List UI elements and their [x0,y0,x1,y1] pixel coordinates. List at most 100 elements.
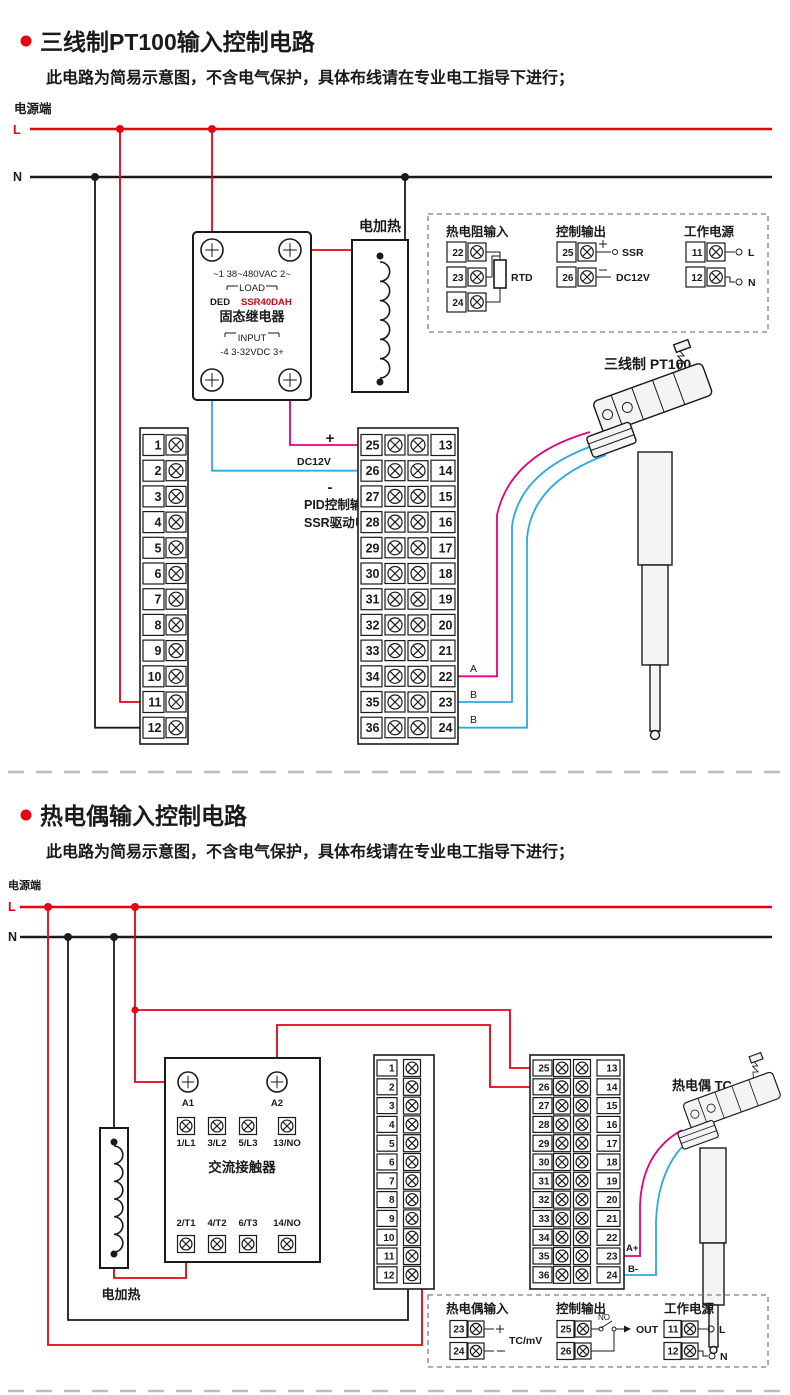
wire-pt100-a [458,431,591,678]
screw-terminal-icon [407,614,429,636]
screw-terminal-icon [402,1171,422,1190]
terminal-number: 11 [692,248,703,259]
terminal-number: 33 [538,1214,550,1225]
screw-terminal-icon [706,242,726,262]
screw-terminal-icon [572,1171,592,1190]
screw-terminal-icon [552,1096,572,1115]
tc-probe [699,1147,727,1355]
screw-terminal-icon [577,267,597,287]
terminal-number: 24 [439,721,453,735]
screw-terminal-icon [384,665,406,687]
screw-terminal-icon [552,1171,572,1190]
ssr-name: 固态继电器 [219,309,285,324]
terminal-number: 34 [538,1233,550,1244]
screw-terminal-icon [402,1134,422,1153]
contactor-a1-label: A1 [182,1098,195,1109]
contactor-terminal-label: 13/NO [273,1138,300,1149]
terminal-number: 15 [439,490,453,504]
ssr-terminals [200,238,302,392]
contactor-terminal-label: 3/L2 [207,1138,226,1149]
screw-terminal-icon [165,665,187,687]
wire-ssr4-to-terminal26 [211,391,358,472]
junction-dot [131,903,139,911]
screw-terminal-icon [574,1320,592,1338]
screw-terminal-icon [165,614,187,636]
screw-terminal-icon [407,639,429,662]
junction-dot [110,1250,118,1258]
screw-terminal-icon [165,485,187,507]
wire-n-to-terminal12 [94,177,140,729]
screw-terminal-icon [572,1058,592,1078]
screw-post-icon [177,1071,199,1093]
junction-dot [44,903,52,911]
screw-terminal-icon [552,1115,572,1134]
terminal-number: 12 [691,273,703,284]
wire-pt100-b2 [458,454,607,729]
wire-b1-label: B [470,689,477,701]
screw-terminal-icon [165,717,187,739]
terminal-number: 32 [538,1195,550,1206]
screw-terminal-icon [552,1209,572,1228]
terminal-number: 16 [606,1120,618,1131]
heater-box [99,1127,129,1269]
rtd-resistor-icon [493,259,507,289]
power-terminal-label: 电源端 [8,878,41,892]
screw-terminal-icon [402,1077,422,1096]
terminal-number: 26 [562,273,574,284]
terminal-number: 2 [155,464,162,478]
screw-terminal-icon [384,691,406,713]
screw-post-icon [278,238,302,262]
dc-minus-label: - [328,479,333,496]
solid-state-relay: ~1 38~480VAC 2~ LOAD DED SSR40DAH 固态继电器 … [192,231,312,401]
legend-ssr-label: SSR [622,247,644,259]
terminal-number: 11 [668,1324,679,1335]
terminal-number: 31 [366,593,380,607]
terminal-number: 24 [452,298,464,309]
terminal-number: 29 [366,541,380,555]
junction-dot [376,252,384,260]
terminal-number: 19 [439,593,453,607]
ssr-rating-top: ~1 38~480VAC 2~ [213,269,291,280]
screw-terminal-icon [384,562,406,585]
terminal-number: 30 [538,1158,550,1169]
junction-dot [208,125,216,133]
screw-terminal-icon [577,242,597,262]
terminal-number: 30 [366,567,380,581]
screw-terminal-icon [572,1265,592,1284]
screw-terminal-icon [402,1058,422,1078]
legend-out-label: OUT [636,1324,659,1336]
bullet-icon [20,809,32,821]
screw-terminal-icon [572,1077,592,1096]
screw-terminal-icon [402,1190,422,1209]
terminal-number: 28 [366,516,380,530]
screw-terminal-icon [165,639,187,662]
screw-terminal-icon [574,1342,592,1360]
screw-terminal-icon [165,511,187,533]
terminal-number: 33 [366,644,380,658]
terminal-number: 5 [155,541,162,555]
contactor-terminal-label: 2/T1 [176,1218,196,1229]
terminal-number: 6 [389,1158,395,1169]
legend-tc-title: 热电偶输入 [446,1301,509,1316]
terminal-number: 26 [560,1346,572,1357]
screw-terminal-icon [176,1116,196,1136]
terminal-number: 3 [155,490,162,504]
contactor-terminal-label: 4/T2 [207,1218,226,1229]
wire-l-to-power-terminal [47,907,423,1346]
screw-terminal-icon [165,537,187,559]
terminal-number: 25 [538,1064,550,1075]
junction-dot [401,173,409,181]
screw-terminal-icon [207,1234,227,1254]
junction-dot [376,378,384,386]
screw-terminal-icon [572,1134,592,1153]
screw-terminal-icon [467,242,487,262]
screw-terminal-icon [407,485,429,507]
terminal-number: 35 [366,696,380,710]
terminal-number: 23 [606,1252,618,1263]
terminal-number: 10 [148,670,162,684]
terminal-number: 22 [439,670,453,684]
screw-terminal-icon [384,511,406,533]
heater-label: 电加热 [359,218,401,234]
